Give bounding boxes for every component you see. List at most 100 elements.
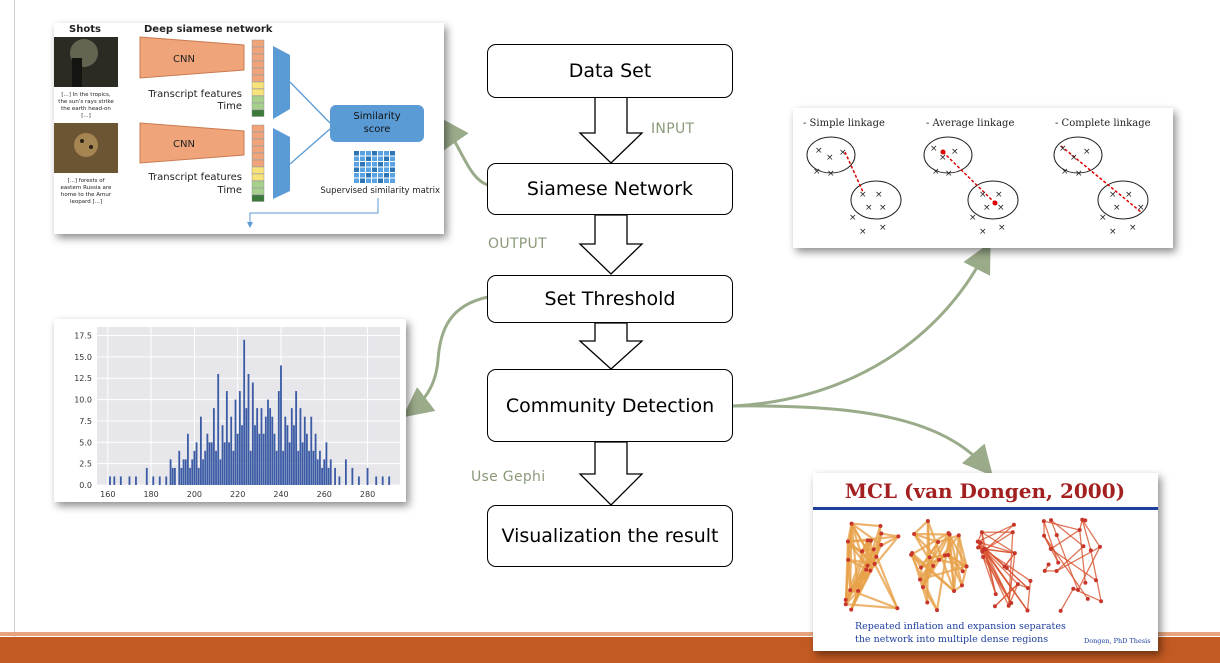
network-block-bottom: [273, 128, 290, 199]
mcl-node: [936, 540, 941, 545]
histogram-bar: [208, 442, 211, 485]
step-siamese-network: Siamese Network: [487, 163, 733, 215]
matrix-cell: [384, 156, 389, 161]
step-community-detection: Community Detection: [487, 369, 733, 442]
histogram-bar: [284, 416, 287, 485]
histogram-bar: [210, 442, 213, 485]
histogram-bar: [243, 339, 246, 485]
mcl-node: [1048, 546, 1053, 551]
mcl-edge: [985, 531, 1014, 550]
matrix-cell: [360, 151, 365, 156]
mcl-node: [860, 549, 865, 554]
histogram-bar: [329, 459, 332, 485]
mcl-edge: [1043, 520, 1080, 531]
mcl-node: [925, 600, 930, 605]
caption-1-line: the sun's rays strike: [58, 99, 114, 105]
caption-2-line: eastern Russia are: [61, 185, 113, 191]
mcl-network-panels: [843, 517, 1104, 613]
time-label-bottom: Time: [217, 185, 242, 196]
histogram-bar: [297, 450, 300, 485]
histogram-bar: [334, 467, 336, 485]
mcl-edge: [1050, 548, 1097, 581]
caption-1-line: the earth head-on: [61, 106, 111, 112]
connector-threshold-to-histogram: [402, 295, 489, 418]
matrix-cell: [378, 173, 383, 178]
mcl-node: [1097, 544, 1102, 549]
slide-frame: [14, 0, 15, 640]
matrix-cell: [366, 167, 371, 172]
shots-header: Shots: [69, 24, 101, 35]
mcl-panel: [843, 521, 901, 612]
cnn-label-bottom: CNN: [173, 139, 195, 150]
mcl-node: [1012, 551, 1017, 556]
mcl-panel: [909, 518, 969, 613]
matrix-cell: [390, 162, 395, 167]
histogram-bar: [286, 425, 289, 485]
matrix-cell: [360, 173, 365, 178]
mcl-node: [919, 565, 924, 570]
histogram-bar: [316, 459, 319, 485]
point-mark: ×: [879, 203, 887, 213]
leopard-spots: [74, 133, 98, 157]
matrix-output-arrowhead: [247, 222, 253, 228]
histogram-bar: [375, 476, 378, 485]
feature-cell: [251, 67, 265, 75]
mcl-node: [964, 564, 969, 569]
histogram-bar: [223, 442, 226, 485]
point-mark: ×: [1075, 169, 1083, 179]
matrix-cell: [384, 167, 389, 172]
mcl-node: [849, 607, 854, 612]
mcl-node: [1042, 533, 1047, 538]
histogram-bars: [109, 339, 391, 485]
cluster-b: [1097, 180, 1149, 220]
histogram-bar: [212, 408, 215, 485]
histogram-bar: [325, 442, 328, 485]
point-mark: ×: [826, 153, 834, 163]
footer-accent-line: [0, 632, 1220, 636]
y-tick-label: 0.0: [79, 481, 92, 490]
y-tick-label: 5.0: [79, 438, 92, 447]
mcl-node: [993, 592, 998, 597]
linkage-diagram-complete: ××× ×× ×××× ×××: [1053, 136, 1149, 237]
feature-cell: [251, 145, 265, 153]
mcl-edge: [1043, 535, 1089, 600]
point-mark: ×: [1070, 153, 1078, 163]
mcl-node: [1028, 578, 1033, 583]
histogram-bar: [230, 416, 233, 485]
histogram-bar: [236, 433, 239, 485]
x-tick-label: 160: [100, 490, 115, 499]
point-mark: ×: [951, 147, 959, 157]
histogram-bar: [310, 416, 313, 485]
point-mark: ×: [1099, 213, 1107, 223]
flow-arrow-2: [578, 214, 644, 275]
mcl-edge: [983, 548, 1029, 611]
mcl-caption-line1: Repeated inflation and expansion separat…: [855, 621, 1066, 632]
mcl-credit: Dongen, PhD Thesis: [1084, 637, 1151, 645]
cnn-block-top: [139, 36, 245, 79]
mcl-edge: [1079, 529, 1086, 583]
x-tick-label: 200: [187, 490, 202, 499]
mcl-edge: [922, 559, 941, 588]
caption-1-line: [...] In the tropics,: [61, 92, 110, 98]
feature-cell: [251, 180, 265, 188]
mcl-node: [848, 588, 853, 593]
cluster-b: [967, 180, 1019, 220]
mcl-edge: [918, 579, 929, 603]
matrix-cell: [378, 151, 383, 156]
mcl-edge: [1050, 529, 1081, 550]
mcl-node: [1083, 518, 1088, 523]
edge-label-output: OUTPUT: [488, 236, 547, 252]
mcl-edge: [947, 554, 963, 586]
mcl-edge: [1081, 519, 1101, 548]
point-mark: ×: [879, 223, 887, 233]
histogram-bar: [254, 425, 256, 485]
feature-cell: [251, 109, 265, 117]
histogram-bar: [264, 416, 267, 485]
point-mark: ×: [997, 203, 1005, 213]
feature-cell: [251, 39, 265, 47]
histogram-bar: [221, 425, 224, 485]
histogram-bar: [247, 373, 250, 485]
mcl-node: [920, 585, 925, 590]
